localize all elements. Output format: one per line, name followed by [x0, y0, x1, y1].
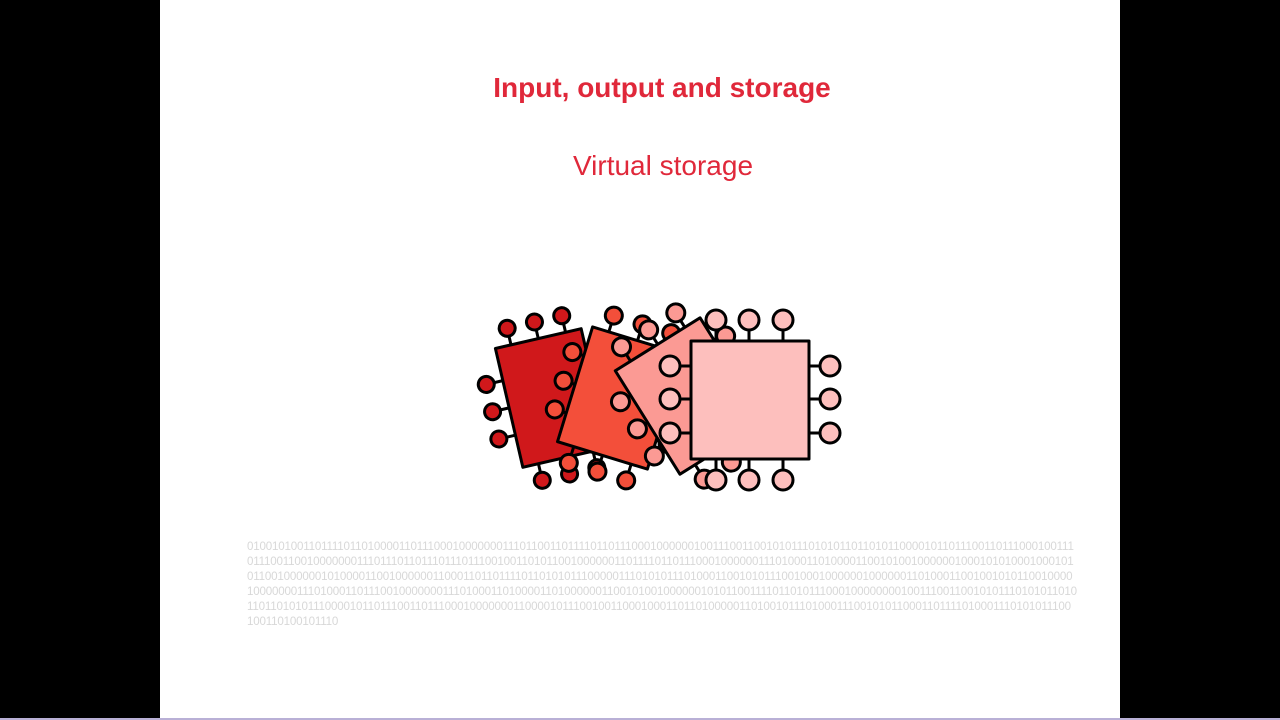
stacked-chips-illustration	[476, 302, 842, 492]
chip-4-icon	[658, 308, 842, 492]
slide: Input, output and storage Virtual storag…	[160, 0, 1120, 718]
slide-subtitle: Virtual storage	[572, 150, 754, 181]
bottom-border-line	[0, 718, 1280, 720]
binary-watermark-text: 0100101001101111011010000110111000100000…	[247, 540, 1077, 628]
slide-title: Input, output and storage	[493, 72, 831, 103]
